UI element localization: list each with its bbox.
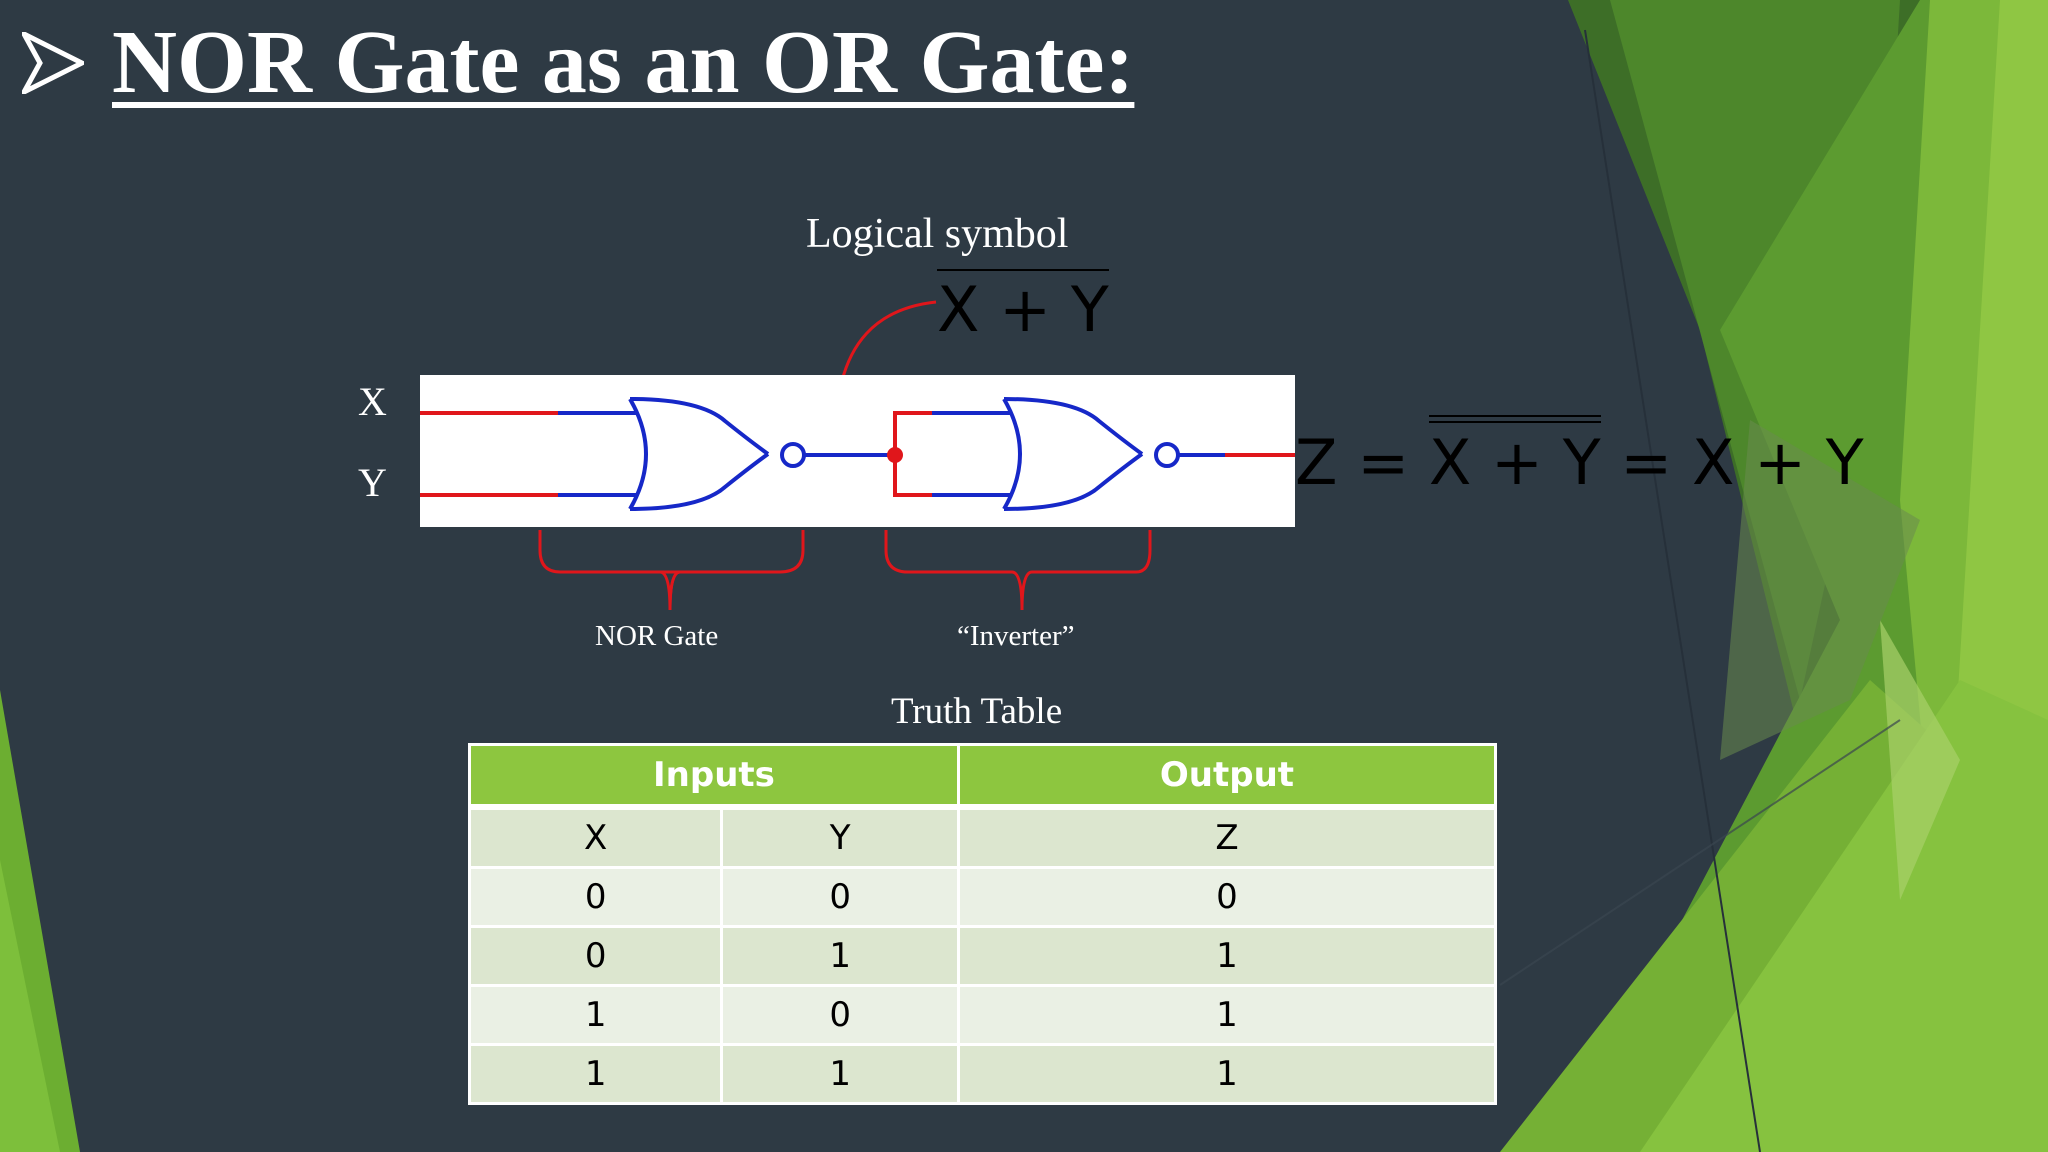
slide-title: NOR Gate as an OR Gate: — [22, 8, 1134, 118]
nor-gate-2 — [1002, 397, 1180, 511]
header-output: Output — [956, 743, 1498, 809]
nor-gate-1 — [628, 397, 806, 511]
column-header-x: X — [467, 804, 724, 869]
cell: 0 — [720, 984, 960, 1046]
logical-symbol-label: Logical symbol — [806, 211, 1069, 257]
table-row: 0 0 0 — [467, 866, 1498, 928]
cell: 1 — [956, 925, 1498, 987]
junction-dot — [887, 447, 903, 463]
cell: 1 — [720, 1043, 960, 1105]
split-wires — [893, 411, 932, 497]
double-bar-expression: X + Y — [1428, 421, 1601, 501]
truth-table-title: Truth Table — [891, 691, 1063, 732]
intermediate-expression-text: X + Y — [937, 269, 1109, 346]
brace-label-inverter: “Inverter” — [957, 620, 1075, 652]
input-label-x: X — [358, 379, 387, 424]
brace-inverter — [884, 530, 1152, 611]
cell: 0 — [467, 866, 724, 928]
column-header-y: Y — [720, 804, 960, 869]
cell: 0 — [720, 866, 960, 928]
brace-label-nor-gate: NOR Gate — [595, 620, 719, 652]
table-row: 0 1 1 — [467, 925, 1498, 987]
brace-nor — [538, 530, 681, 611]
truth-table: Inputs Output X Y Z 0 0 0 0 1 1 1 0 1 1 … — [467, 743, 1498, 1105]
truth-table-column-header: X Y Z — [467, 804, 1498, 869]
intermediate-expression: X + Y — [937, 269, 1109, 348]
truth-table-group-header: Inputs Output — [468, 743, 1498, 809]
double-overline: X + Y — [1428, 415, 1601, 501]
table-row: 1 1 1 — [467, 1043, 1498, 1105]
output-equation: Z = X + Y = X + Y — [1295, 415, 1864, 501]
cell: 1 — [956, 984, 1498, 1046]
column-header-z: Z — [956, 804, 1498, 869]
arrow-bullet-icon — [22, 32, 84, 94]
input-label-y: Y — [358, 460, 387, 505]
circuit-diagram — [420, 375, 1295, 527]
cell: 1 — [720, 925, 960, 987]
cell: 0 — [467, 925, 724, 987]
slide-title-text: NOR Gate as an OR Gate: — [112, 13, 1135, 112]
gate-braces — [538, 530, 1152, 611]
cell: 1 — [956, 1043, 1498, 1105]
output-result: X + Y — [1691, 426, 1864, 499]
header-inputs: Inputs — [468, 743, 960, 809]
output-lhs: Z — [1295, 426, 1338, 499]
cell: 1 — [467, 1043, 724, 1105]
cell: 1 — [467, 984, 724, 1046]
table-row: 1 0 1 — [467, 984, 1498, 1046]
cell: 0 — [956, 866, 1498, 928]
